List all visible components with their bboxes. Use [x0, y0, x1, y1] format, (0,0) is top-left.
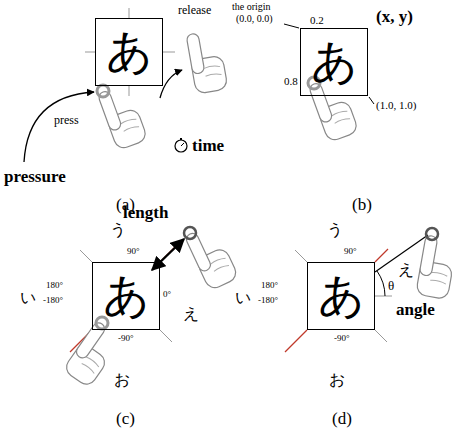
angle-label: 180° — [46, 281, 63, 290]
key-character: あ — [311, 39, 358, 85]
parameter-label: (x, y) — [376, 8, 413, 25]
parameter-label: length — [123, 204, 168, 221]
key-box: あ — [300, 28, 368, 96]
key-character: あ — [103, 273, 150, 319]
direction-char: う — [110, 222, 126, 238]
angle-label: 180° — [261, 281, 278, 290]
coordinate-label: (0.0, 0.0) — [236, 14, 273, 24]
panel-label: (d) — [332, 410, 352, 427]
direction-char: い — [235, 290, 251, 306]
angle-label: 90° — [344, 247, 357, 256]
coordinate-label: (1.0, 1.0) — [376, 100, 416, 111]
parameter-label: pressure — [4, 168, 66, 185]
key-box: あ — [92, 262, 160, 330]
panel-label: (c) — [116, 410, 135, 427]
angle-symbol: θ — [388, 279, 394, 292]
direction-char: い — [20, 290, 36, 306]
angle-label: -180° — [43, 296, 63, 305]
direction-char: お — [329, 372, 345, 388]
parameter-label: time — [192, 137, 224, 154]
key-box: あ — [307, 262, 375, 330]
action-label: release — [178, 4, 211, 16]
key-box: あ — [95, 18, 163, 86]
angle-label: 0° — [163, 290, 171, 299]
direction-char: お — [114, 372, 130, 388]
angle-label: 90° — [127, 247, 140, 256]
angle-label: -90° — [118, 334, 134, 343]
panel-label: (b) — [352, 196, 372, 213]
action-label: press — [54, 114, 79, 126]
angle-label: -90° — [334, 334, 350, 343]
angle-label: -180° — [258, 296, 278, 305]
key-character: あ — [106, 29, 153, 75]
direction-char: う — [327, 222, 343, 238]
key-character: あ — [318, 273, 365, 319]
coordinate-label: 0.2 — [310, 15, 324, 26]
parameter-label: angle — [396, 301, 435, 318]
direction-char: え — [183, 306, 199, 322]
coordinate-label: 0.8 — [284, 76, 298, 87]
note-label: the origin — [232, 2, 271, 12]
direction-char: え — [398, 262, 414, 278]
